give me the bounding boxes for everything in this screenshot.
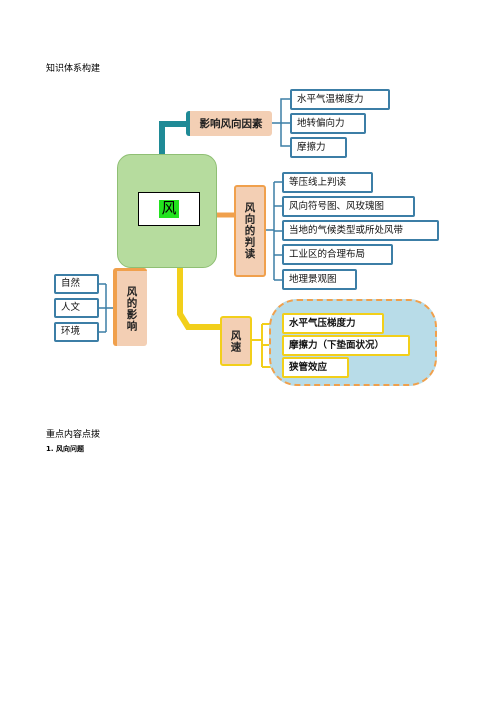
speed-item: 水平气压梯度力 xyxy=(282,313,384,334)
connector-factors xyxy=(159,121,186,154)
factor-item: 摩擦力 xyxy=(290,137,347,158)
influence-item: 环境 xyxy=(54,322,99,342)
connector-influence-items xyxy=(99,283,113,333)
influence-item: 自然 xyxy=(54,274,99,294)
speed-item: 狭管效应 xyxy=(282,357,349,378)
branch-influence-label: 风的影响 xyxy=(125,285,138,332)
branch-factors: 影响风向因素 xyxy=(186,111,272,136)
judgment-item: 工业区的合理布局 xyxy=(282,244,393,265)
section-1-heading: 1. 风向问题 xyxy=(46,445,84,453)
influence-item: 人文 xyxy=(54,298,99,318)
center-label: 风 xyxy=(159,199,179,218)
factor-item: 水平气温梯度力 xyxy=(290,89,390,110)
judgment-item: 当地的气候类型或所处风带 xyxy=(282,220,439,241)
speed-item: 摩擦力（下垫面状况） xyxy=(282,335,410,356)
center-label-box: 风 xyxy=(138,192,200,226)
branch-speed: 风速 xyxy=(220,316,252,366)
branch-speed-label: 风速 xyxy=(229,329,242,353)
factor-item: 地转偏向力 xyxy=(290,113,366,134)
key-points-heading: 重点内容点拨 xyxy=(46,430,101,440)
wind-mindmap: 风 影响风向因素 水平气温梯度力 地转偏向力 摩擦力 风向的判读 等压线上判读 … xyxy=(50,82,450,402)
judgment-item: 等压线上判读 xyxy=(282,172,373,193)
branch-influence: 风的影响 xyxy=(113,268,147,346)
branch-judgment: 风向的判读 xyxy=(234,185,266,277)
branch-judgment-label: 风向的判读 xyxy=(243,202,256,260)
connector-speed xyxy=(177,268,220,330)
branch-factors-label: 影响风向因素 xyxy=(199,118,263,130)
connector-judgment-items xyxy=(266,181,282,281)
mindmap-center: 风 xyxy=(117,154,217,268)
judgment-item: 风向符号图、风玫瑰图 xyxy=(282,196,415,217)
judgment-item: 地理景观图 xyxy=(282,269,357,290)
knowledge-system-heading: 知识体系构建 xyxy=(46,64,101,74)
connector-factors-items xyxy=(271,98,290,147)
